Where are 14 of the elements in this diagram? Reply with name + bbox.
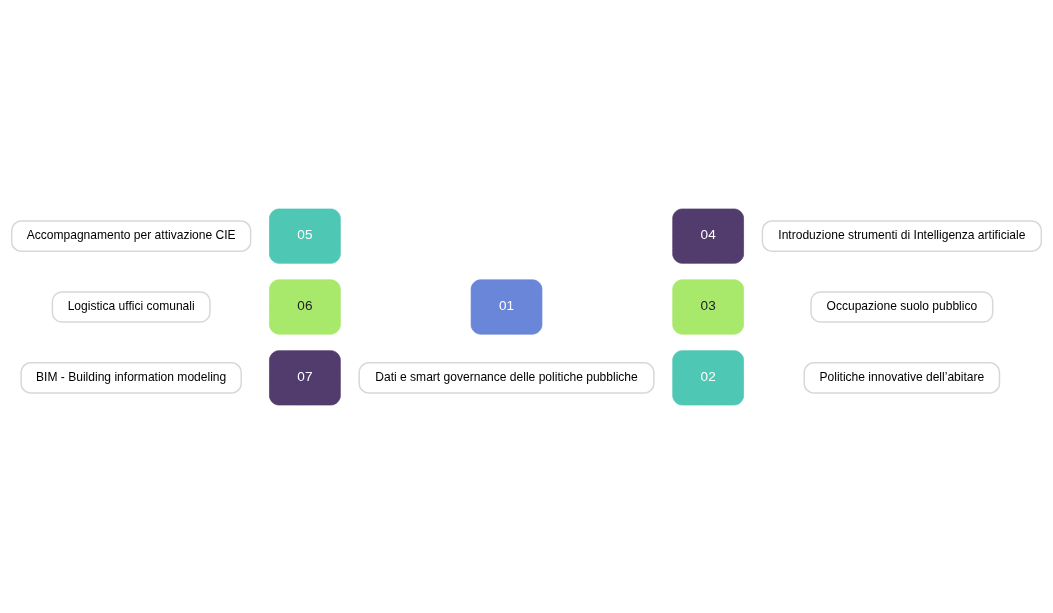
node-box: 05 [269,208,341,264]
node-box: BIM - Building information modeling [20,361,242,394]
node-box: 07 [269,349,341,405]
node-box: 01 [470,279,543,334]
node-box: 02 [672,349,744,405]
node-box: Logistica uffici comunali [51,290,211,323]
node-box: Dati e smart governance delle politiche pubbliche [358,361,655,394]
node-box: 04 [672,208,744,264]
node-box: 06 [269,279,341,334]
node-box: Politiche innovative dell’abitare [803,361,1001,394]
node-box: Accompagnamento per attivazione CIE [10,219,252,252]
node-box: Occupazione suolo pubblico [810,290,994,323]
node-box: Introduzione strumenti di Intelligenza artificiale [761,219,1043,252]
node-box: 03 [672,279,744,334]
